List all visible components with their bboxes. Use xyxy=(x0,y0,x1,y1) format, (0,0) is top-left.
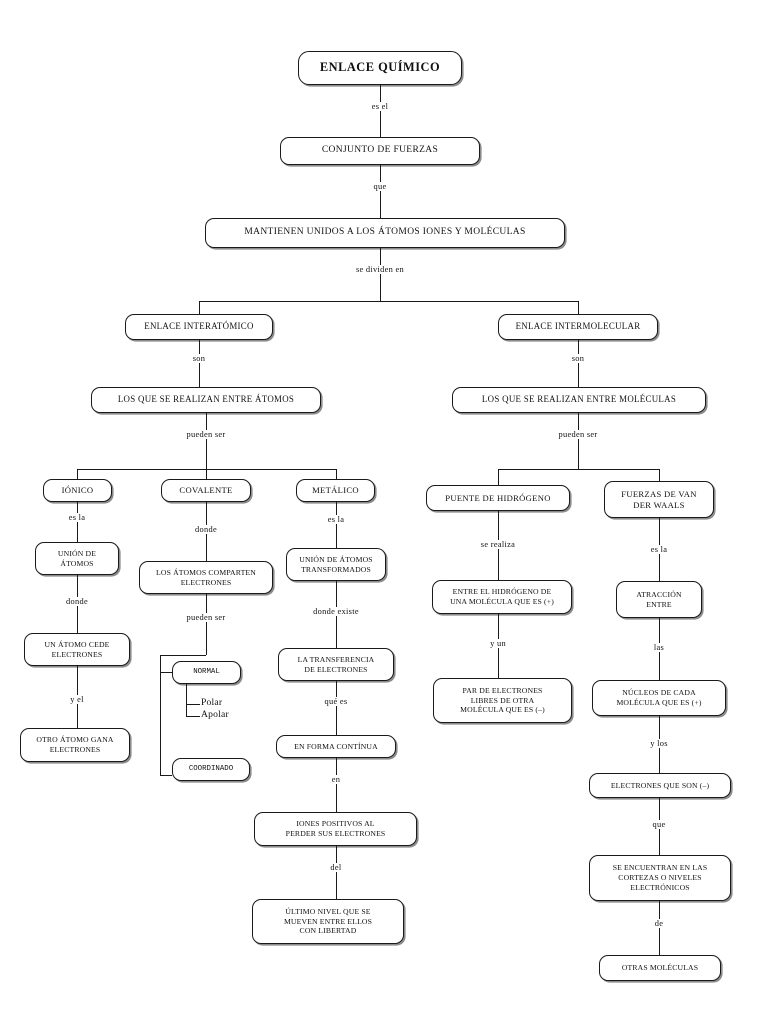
connector-comparten-to-bracket xyxy=(206,594,207,655)
node-la-transferencia-de-electrones: LA TRANSFERENCIA DE ELECTRONES xyxy=(278,648,394,681)
node-mantienen-unidos: MANTIENEN UNIDOS A LOS ÁTOMOS IONES Y MO… xyxy=(205,218,565,248)
node-enlace-interatomico: ENLACE INTERATÓMICO xyxy=(125,314,273,340)
link-label-de: de xyxy=(651,919,667,928)
link-label-donde-covalente: donde xyxy=(192,525,220,534)
connector-split-left-drop xyxy=(199,301,200,314)
node-nucleos-de-cada-molecula: NÚCLEOS DE CADA MOLÉCULA QUE ES (+) xyxy=(592,680,726,716)
node-puente-de-hidrogeno: PUENTE DE HIDRÓGENO xyxy=(426,485,570,511)
link-label-es-la-ionico: es la xyxy=(65,513,89,522)
link-label-pueden-ser-izq: pueden ser xyxy=(183,430,229,439)
node-otro-atomo-gana-electrones: OTRO ÁTOMO GANA ELECTRONES xyxy=(20,728,130,762)
connector-root-to-conjunto xyxy=(380,85,381,137)
link-label-que-es: qué es xyxy=(321,697,351,706)
connector-split-bar xyxy=(199,301,578,302)
link-label-las: las xyxy=(650,643,668,652)
node-union-de-atomos: UNIÓN DE ÁTOMOS xyxy=(35,542,119,575)
node-se-encuentran-en-las-cortezas: SE ENCUENTRAN EN LAS CORTEZAS O NIVELES … xyxy=(589,855,731,901)
link-label-son-izq: son xyxy=(189,354,209,363)
node-iones-positivos: IONES POSITIVOS AL PERDER SUS ELECTRONES xyxy=(254,812,417,846)
link-label-son-der: son xyxy=(568,354,588,363)
connector-types-drop-ionico xyxy=(77,469,78,479)
node-par-de-electrones: PAR DE ELECTRONES LIBRES DE OTRA MOLÉCUL… xyxy=(433,678,572,723)
connector-intermolecular-types-bar xyxy=(498,469,659,470)
connector-types-drop-puente xyxy=(498,469,499,485)
node-un-atomo-cede-electrones: UN ÁTOMO CEDE ELECTRONES xyxy=(24,633,130,666)
link-label-es-la-vdw: es la xyxy=(647,545,671,554)
link-label-pueden-ser-der: pueden ser xyxy=(555,430,601,439)
node-covalente: COVALENTE xyxy=(161,479,251,502)
link-label-donde-existe: donde existe xyxy=(310,607,362,616)
node-coordinado: COORDINADO xyxy=(172,758,250,781)
link-label-donde-ionico: donde xyxy=(63,597,91,606)
connector-bracket-stub-coordinado xyxy=(160,775,172,776)
connector-types-drop-covalente xyxy=(206,469,207,479)
connector-bracket-stub-normal xyxy=(160,672,172,673)
connector-transferencia-to-continua xyxy=(336,681,337,735)
node-normal: NORMAL xyxy=(172,661,241,684)
connector-types-drop-vdw xyxy=(659,469,660,481)
link-label-en: en xyxy=(328,775,344,784)
link-label-del: del xyxy=(327,863,345,872)
link-label-que-vdw: que xyxy=(649,820,669,829)
node-atraccion-entre: ATRACCIÓN ENTRE xyxy=(616,581,702,618)
node-en-forma-continua: EN FORMA CONTÍNUA xyxy=(276,735,396,758)
connector-interatomico-to-entre-atomos xyxy=(199,340,200,387)
node-apolar: Apolar xyxy=(201,709,229,720)
link-label-se-dividen-en: se dividen en xyxy=(352,265,408,274)
link-label-es-la-metalico: es la xyxy=(324,515,348,524)
node-fuerzas-de-van-der-waals: FUERZAS DE VAN DER WAALS xyxy=(604,481,714,518)
link-label-y-el: y el xyxy=(67,695,87,704)
link-label-y-un: y un xyxy=(487,639,509,648)
connector-subbracket-polar xyxy=(186,704,200,705)
node-polar: Polar xyxy=(201,697,223,708)
connector-subbracket-apolar xyxy=(186,716,200,717)
link-label-es-el: es el xyxy=(368,102,392,111)
link-label-y-los: y los xyxy=(647,739,671,748)
connector-covalente-bracket-top xyxy=(160,655,206,656)
node-metalico: METÁLICO xyxy=(296,479,375,502)
connector-continua-to-iones xyxy=(336,758,337,812)
connector-normal-to-subbracket xyxy=(186,684,187,716)
connector-split-right-drop xyxy=(578,301,579,314)
link-label-que: que xyxy=(370,182,390,191)
node-los-atomos-comparten-electrones: LOS ÁTOMOS COMPARTEN ELECTRONES xyxy=(139,561,273,594)
node-otras-moleculas: OTRAS MOLÉCULAS xyxy=(599,955,721,981)
connector-iones-to-ultimo-nivel xyxy=(336,846,337,899)
node-union-de-atomos-transformados: UNIÓN DE ÁTOMOS TRANSFORMADOS xyxy=(286,548,386,581)
node-los-que-se-realizan-entre-moleculas: LOS QUE SE REALIZAN ENTRE MOLÉCULAS xyxy=(452,387,706,413)
link-label-se-realiza: se realiza xyxy=(477,540,519,549)
node-ultimo-nivel: ÚLTIMO NIVEL QUE SE MUEVEN ENTRE ELLOS C… xyxy=(252,899,404,944)
node-entre-el-hidrogeno: ENTRE EL HIDRÓGENO DE UNA MOLÉCULA QUE E… xyxy=(432,580,572,614)
connector-entre-atomos-to-types xyxy=(206,413,207,469)
connector-mantienen-to-split xyxy=(380,248,381,301)
connector-intermolecular-to-entre-moleculas xyxy=(578,340,579,387)
node-los-que-se-realizan-entre-atomos: LOS QUE SE REALIZAN ENTRE ÁTOMOS xyxy=(91,387,321,413)
node-electrones-que-son-negativos: ELECTRONES QUE SON (–) xyxy=(589,773,731,798)
node-ionico: IÓNICO xyxy=(43,479,112,502)
node-conjunto-de-fuerzas: CONJUNTO DE FUERZAS xyxy=(280,137,480,165)
node-enlace-intermolecular: ENLACE INTERMOLECULAR xyxy=(498,314,658,340)
connector-types-drop-metalico xyxy=(336,469,337,479)
connector-ionico-to-union xyxy=(77,502,78,542)
link-label-pueden-ser-cov: pueden ser xyxy=(183,613,229,622)
connector-entre-moleculas-to-types xyxy=(578,413,579,469)
node-enlace-quimico: ENLACE QUÍMICO xyxy=(298,51,462,85)
connector-conjunto-to-mantienen xyxy=(380,165,381,218)
connector-cortezas-to-otras-moleculas xyxy=(659,901,660,955)
connector-covalente-bracket-rail xyxy=(160,655,161,775)
connector-metalico-to-union-transf xyxy=(336,502,337,548)
